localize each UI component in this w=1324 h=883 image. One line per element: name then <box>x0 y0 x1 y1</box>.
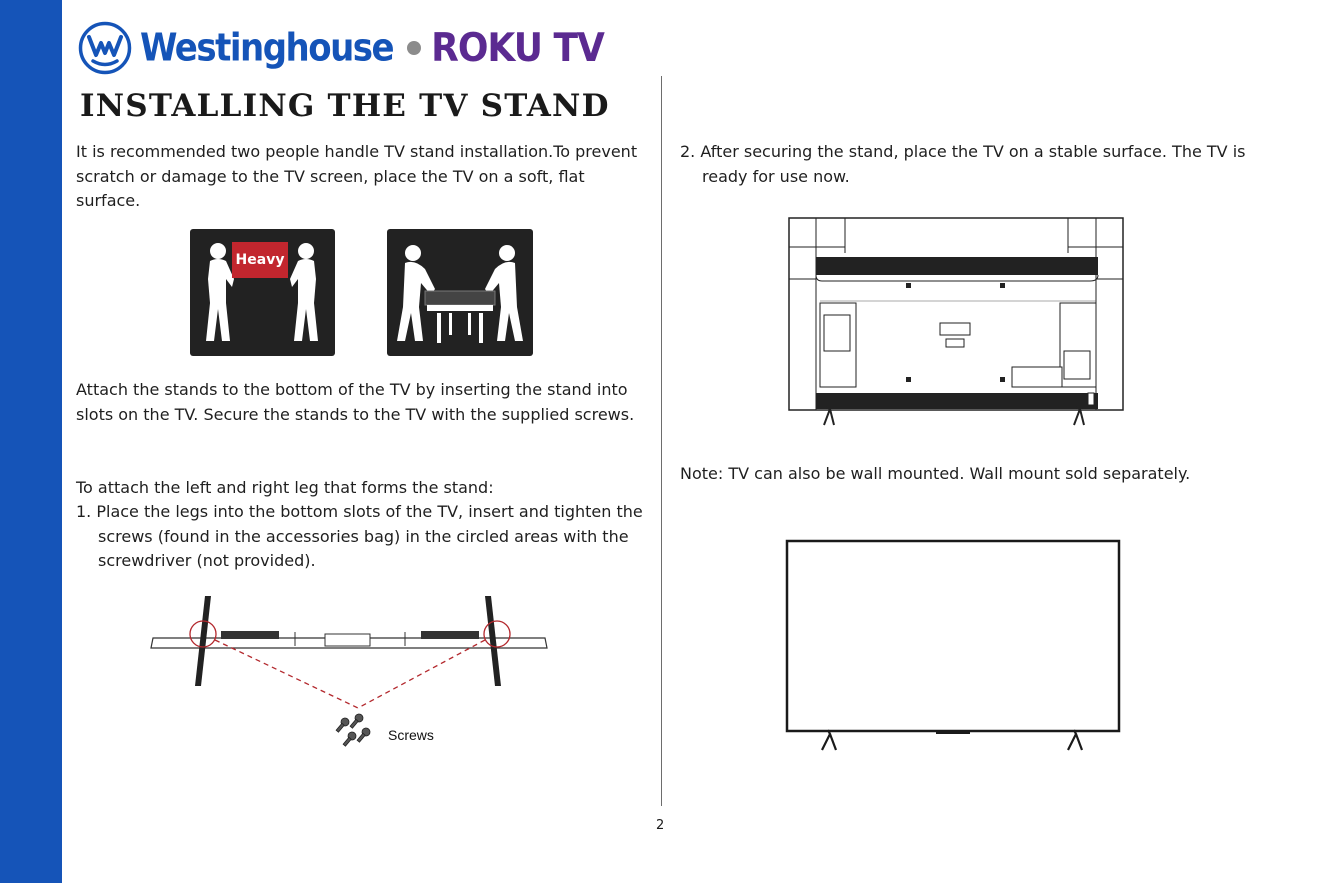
people-carrying-icon <box>206 243 318 341</box>
legs-heading: To attach the left and right leg that fo… <box>76 478 494 497</box>
intro-paragraph: It is recommended two people handle TV s… <box>76 142 638 210</box>
page-number: 2 <box>656 818 665 833</box>
separator-dot-icon <box>407 41 422 55</box>
tv-front-diagram <box>785 539 1121 751</box>
step-2-paragraph: 2. After securing the stand, place the T… <box>680 142 1246 186</box>
brand-logo: Westinghouse ROKU TV <box>78 20 605 76</box>
tv-bottom-diagram <box>150 596 548 747</box>
brand-roku-tv: ROKU TV <box>431 25 605 71</box>
heavy-label: Heavy <box>232 242 288 278</box>
blue-side-bar <box>0 0 62 883</box>
column-divider <box>661 76 662 806</box>
tv-back-diagram <box>788 217 1124 426</box>
people-placing-tv-icon <box>397 245 523 343</box>
brand-westinghouse: Westinghouse <box>140 25 395 71</box>
screws-label: Screws <box>388 727 434 743</box>
step-1-paragraph: 1. Place the legs into the bottom slots … <box>76 502 643 570</box>
attach-paragraph: Attach the stands to the bottom of the T… <box>76 380 635 424</box>
place-on-table-image <box>387 229 533 356</box>
page-title: INSTALLING THE TV STAND <box>80 88 610 124</box>
screws-icon <box>335 713 371 747</box>
westinghouse-w-badge-icon <box>78 21 132 75</box>
note-paragraph: Note: TV can also be wall mounted. Wall … <box>680 464 1191 483</box>
